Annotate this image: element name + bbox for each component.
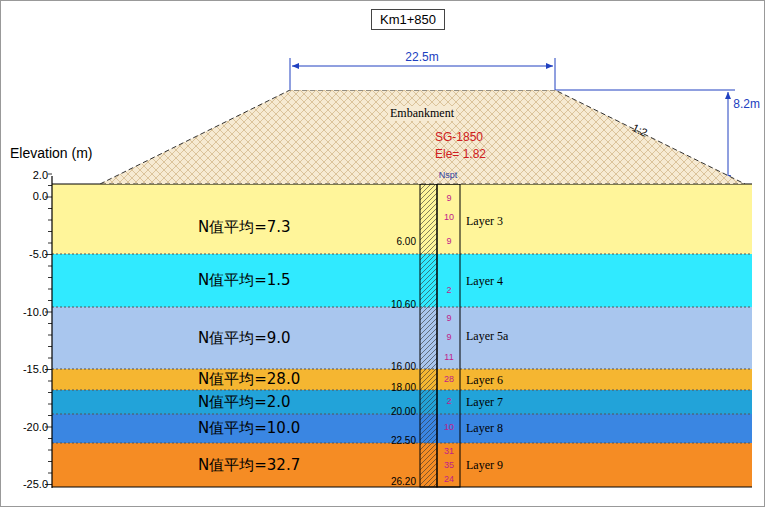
spt-value: 9	[446, 313, 451, 323]
tick-label: -10.0	[23, 306, 48, 319]
embankment-outline	[100, 90, 745, 184]
spt-value: 31	[444, 446, 454, 456]
spt-value: 28	[444, 374, 454, 384]
spt-value: 2	[446, 396, 451, 406]
embankment: Embankment	[100, 90, 745, 184]
axis-title: Elevation (m)	[10, 145, 92, 161]
title-box: Km1+850	[371, 9, 445, 30]
tick-label: -25.0	[23, 478, 48, 491]
layer-name: Layer 4	[466, 274, 503, 289]
n-value-average: N值平均=28.0	[198, 370, 300, 389]
layer-boundary	[52, 254, 752, 255]
nspt-column	[437, 184, 460, 487]
n-value-average: N值平均=9.0	[198, 329, 291, 348]
depth-label: 16.00	[391, 361, 416, 373]
soil-bands	[52, 184, 752, 487]
soil-layer-band: N值平均=9.0 Layer 5a	[52, 307, 752, 369]
depth-label: 18.00	[391, 382, 416, 394]
tick-label: -5.0	[29, 248, 48, 261]
dim-ext	[555, 90, 735, 91]
spt-value: 9	[446, 193, 451, 203]
dimension-label: 22.5m	[403, 51, 440, 65]
layer-name: Layer 5a	[466, 329, 508, 344]
spt-value: 11	[444, 352, 453, 362]
depth-label: 6.00	[397, 236, 416, 248]
embankment-shape	[100, 90, 745, 184]
spt-value: 2	[446, 285, 451, 295]
layer-name: Layer 8	[466, 421, 503, 436]
spt-value: 35	[444, 460, 454, 470]
tick-label: 2.0	[33, 169, 48, 182]
tick-label: -15.0	[23, 363, 48, 376]
dimension-label: 8.2m	[731, 98, 762, 112]
tick-label: 0.0	[33, 190, 48, 203]
dim-ext	[555, 58, 556, 90]
layer-name: Layer 9	[466, 458, 503, 473]
borehole-label: SG-1850	[435, 131, 483, 145]
layer-name: Layer 7	[466, 395, 503, 410]
tick-label: -20.0	[23, 421, 48, 434]
depth-label: 20.00	[391, 406, 416, 418]
layer-name: Layer 6	[466, 373, 503, 388]
axis-tick	[48, 174, 52, 175]
n-value-average: N值平均=10.0	[198, 419, 300, 438]
depth-label: 26.20	[391, 476, 416, 488]
elevation-axis	[51, 176, 52, 488]
n-value-average: N值平均=32.7	[198, 456, 300, 475]
spt-value: 24	[444, 474, 454, 484]
soil-band-fill	[52, 307, 752, 369]
layer-name: Layer 3	[466, 214, 503, 229]
dim-ext	[290, 58, 291, 90]
spt-value: 10	[444, 212, 454, 222]
borehole-core	[420, 184, 437, 487]
soil-band-fill	[52, 443, 752, 487]
n-value-average: N值平均=7.3	[198, 218, 291, 237]
spt-value: 9	[446, 332, 451, 342]
spt-value: 9	[446, 236, 451, 246]
title-text: Km1+850	[380, 12, 436, 27]
soil-band-fill	[52, 184, 752, 254]
depth-label: 10.60	[391, 299, 416, 311]
n-value-average: N值平均=1.5	[198, 271, 291, 290]
spt-value: 10	[444, 422, 454, 432]
dim-line	[728, 92, 729, 182]
borehole-label: Ele= 1.82	[435, 148, 486, 162]
n-value-average: N值平均=2.0	[198, 393, 291, 412]
depth-label: 22.50	[391, 435, 416, 447]
axis-ticks	[45, 174, 52, 485]
column-heading: Nspt	[439, 170, 458, 180]
dim-line	[292, 66, 553, 67]
embankment-label: Embankment	[388, 106, 456, 121]
